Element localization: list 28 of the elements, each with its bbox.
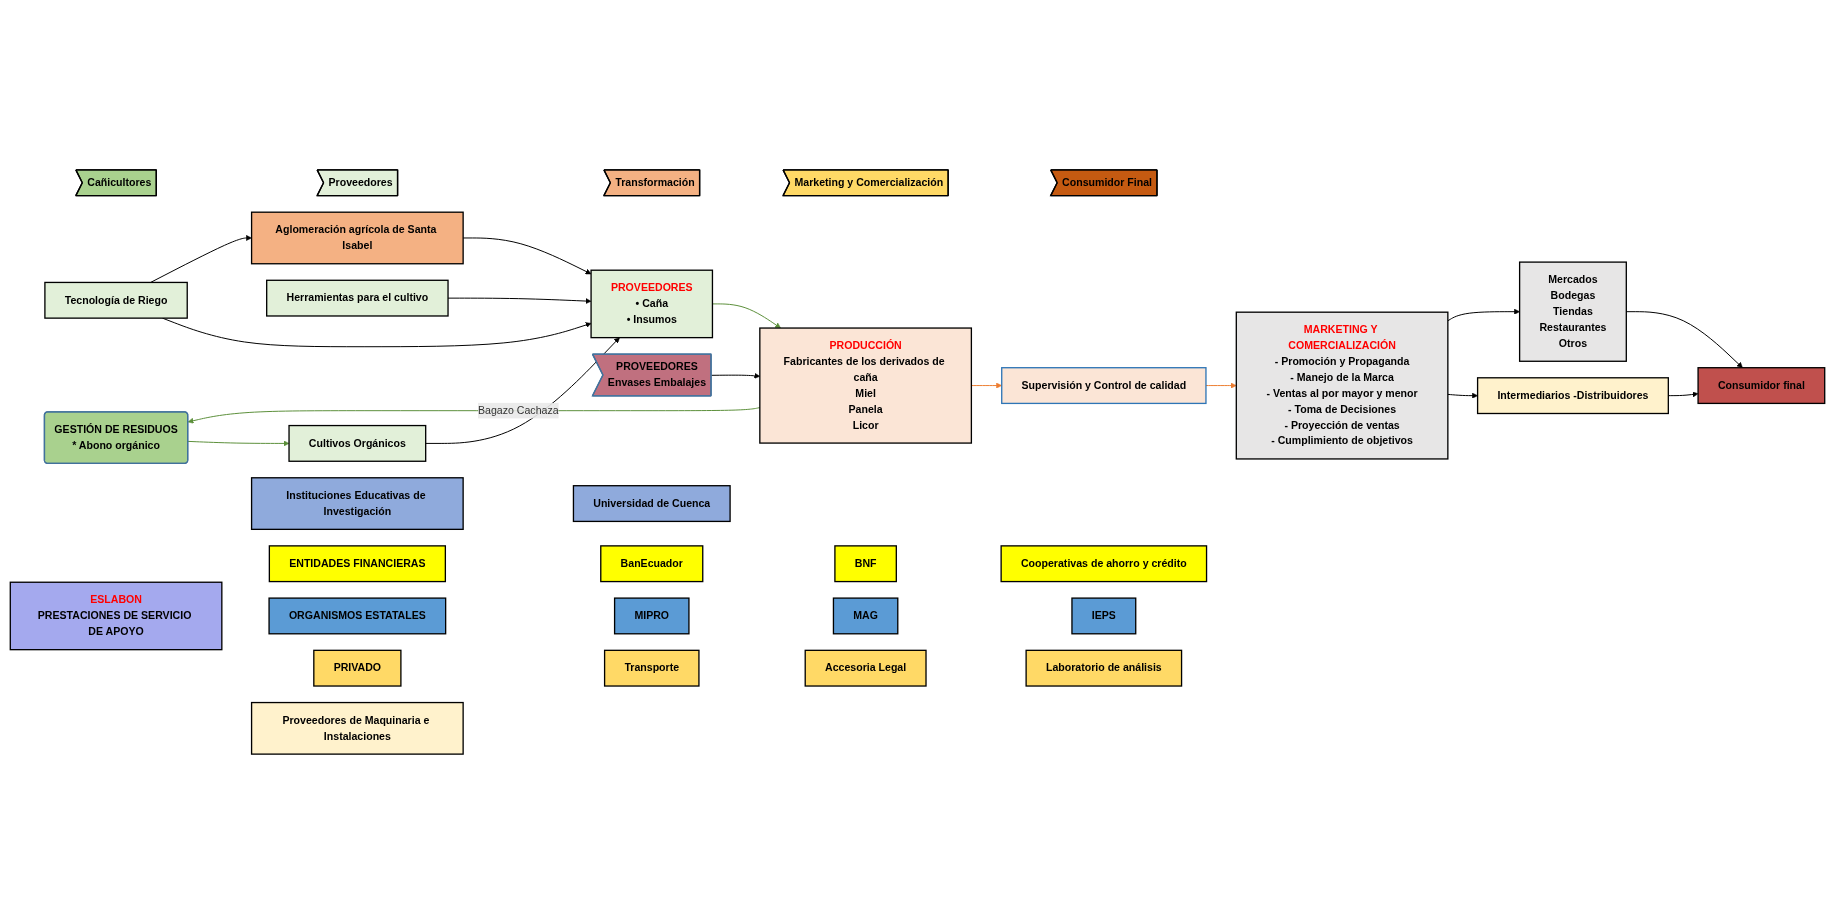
node-box: Aglomeración agrícola de Santa Isabel <box>250 211 464 265</box>
node-box: Mercados Bodegas Tiendas Restaurantes Otros <box>1518 261 1627 362</box>
node-box: BanEcuador <box>600 545 704 583</box>
node-box: Cooperativas de ahorro y crédito <box>1000 545 1208 583</box>
node-box: Supervisión y Control de calidad <box>1001 367 1207 405</box>
node-box: Cultivos Orgánicos <box>288 424 427 462</box>
node-box: Herramientas para el cultivo <box>266 279 449 317</box>
node-box: Laboratorio de análisis <box>1025 649 1183 687</box>
node-box: IEPS <box>1071 597 1137 635</box>
node-box: ESLABON PRESTACIONES DE SERVICIO DE APOYO <box>9 581 223 651</box>
node-box: ORGANISMOS ESTATALES <box>268 597 447 635</box>
node-box: Tecnología de Riego <box>44 281 188 319</box>
node-box: Intermediarios -Distribuidores <box>1476 377 1669 415</box>
node-box: MAG <box>832 597 899 635</box>
node-box: Accesoria Legal <box>804 649 927 687</box>
node-box: Instituciones Educativas de Investigación <box>250 477 464 530</box>
node-box: Consumidor final <box>1697 367 1826 405</box>
node-box: BNF <box>834 545 897 583</box>
node-box: PROVEEDORES • Caña • Insumos <box>590 269 714 339</box>
edge-label: Bagazo Cachaza <box>478 404 559 416</box>
node-box: PRIVADO <box>313 649 402 687</box>
node-box: ENTIDADES FINANCIERAS <box>268 545 447 583</box>
node-box: MIPRO <box>613 597 690 635</box>
node-box: MARKETING Y COMERCIALIZACIÓN - Promoción y Propaganda - Manejo de la Marca - Ventas al por mayor y menor - Toma de Decisiones - Proyección de ventas - Cumplimiento de objetivos <box>1235 311 1449 460</box>
node-box: Universidad de Cuenca <box>572 485 731 523</box>
node-box: Proveedores de Maquinaria e Instalaciones <box>250 701 464 755</box>
node-box: PRODUCCIÓN Fabricantes de los derivados de caña Miel Panela Licor <box>759 327 973 444</box>
node-box: Transporte <box>603 649 700 687</box>
